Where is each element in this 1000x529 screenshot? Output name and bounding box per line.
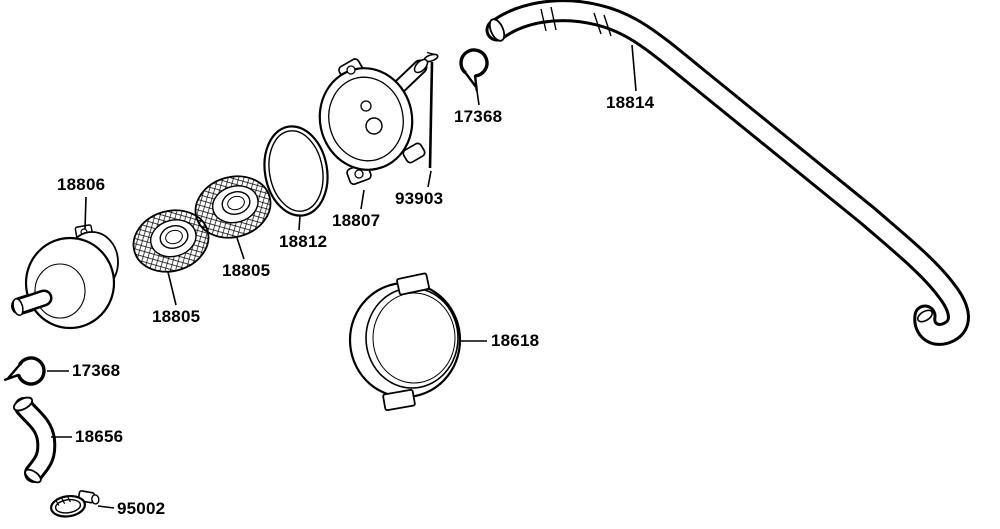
leader-18806 bbox=[84, 196, 87, 230]
cover-hole-2 bbox=[360, 100, 372, 112]
part-label-18807: 18807 bbox=[332, 211, 381, 230]
part-label-18806: 18806 bbox=[57, 175, 106, 194]
duct-tab-top bbox=[396, 272, 430, 296]
screw-head-top bbox=[426, 51, 436, 56]
tube-open-end bbox=[488, 18, 506, 42]
leader-18807 bbox=[360, 189, 365, 210]
part-17368-clip-left bbox=[3, 354, 47, 387]
oring-outer bbox=[263, 125, 329, 217]
leader-17368-top bbox=[476, 90, 480, 106]
part-label-18812: 18812 bbox=[279, 232, 328, 251]
housing-snout-open-end bbox=[12, 297, 24, 317]
leader-95002 bbox=[97, 505, 115, 509]
leader-18812 bbox=[298, 215, 301, 231]
tube-body bbox=[488, 2, 967, 343]
tube-hook-end bbox=[917, 309, 933, 323]
cover-inner-rim bbox=[328, 76, 404, 162]
tube-ridges bbox=[540, 6, 612, 37]
part-label-18814: 18814 bbox=[606, 93, 655, 112]
leader-18805-left bbox=[167, 271, 177, 306]
clamp-band-inner bbox=[54, 498, 82, 514]
housing-body bbox=[24, 236, 116, 330]
part-label-18805-left: 18805 bbox=[152, 307, 201, 326]
leader-18805-right bbox=[236, 237, 245, 260]
cover-bolt-hole-bottom bbox=[354, 169, 364, 179]
part-18807-cover bbox=[318, 58, 429, 186]
leader-lines bbox=[47, 44, 637, 509]
part-18618-duct bbox=[348, 272, 462, 412]
cover-ear-right bbox=[402, 142, 426, 164]
screw-shaft bbox=[428, 61, 434, 169]
duct-inner-rim bbox=[372, 292, 456, 384]
part-95002-hose-clamp bbox=[50, 490, 100, 518]
leader-18814 bbox=[631, 44, 637, 92]
part-18814-intake-tube bbox=[485, 0, 970, 346]
cover-bolt-hole-top bbox=[346, 65, 356, 75]
housing-inner-ring bbox=[34, 263, 86, 319]
part-label-93903: 93903 bbox=[395, 189, 444, 208]
housing-snout-inner bbox=[14, 292, 50, 312]
duct-tab-bottom bbox=[382, 388, 416, 412]
part-label-95002: 95002 bbox=[117, 499, 166, 518]
oring-inner bbox=[268, 130, 324, 212]
part-label-17368-left: 17368 bbox=[72, 361, 121, 380]
part-label-18805-right: 18805 bbox=[222, 261, 271, 280]
part-18806-housing bbox=[11, 224, 119, 330]
cover-spout-open-end bbox=[413, 58, 429, 74]
leader-93903 bbox=[427, 170, 432, 188]
part-label-18656: 18656 bbox=[75, 427, 124, 446]
part-18812-oring bbox=[263, 125, 329, 217]
tube-outline bbox=[485, 0, 970, 346]
clamp-band-slots bbox=[55, 496, 71, 506]
part-18656-hose bbox=[12, 396, 57, 484]
part-label-18618: 18618 bbox=[491, 331, 540, 350]
part-label-17368-top: 17368 bbox=[454, 107, 503, 126]
cover-hole-1 bbox=[365, 117, 383, 135]
hose-body bbox=[17, 400, 54, 480]
hose-open-end-bottom bbox=[24, 468, 42, 484]
duct-inner bbox=[365, 287, 459, 389]
hose-open-end-top bbox=[12, 396, 34, 412]
part-17368-clamp-top bbox=[452, 44, 493, 93]
clamp-screw-head bbox=[91, 494, 100, 505]
